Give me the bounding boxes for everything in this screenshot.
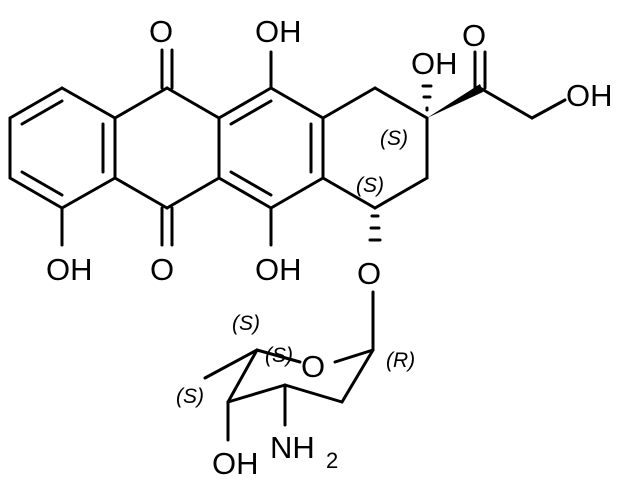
ring-d (321, 86, 429, 210)
atom-o-ketone: O (462, 18, 486, 53)
stereo-label-sugar-c1: (R) (386, 349, 415, 372)
atom-oh-sugar: OH (212, 446, 259, 481)
ring-c (217, 50, 325, 247)
atom-oh-c4: OH (46, 252, 93, 287)
stereo-label-sugar-c3: (S) (176, 385, 204, 408)
c7-glycosidic-bond (368, 214, 382, 352)
atom-oh-side-chain: OH (566, 78, 613, 113)
ring-b (113, 48, 221, 247)
c9-substituents (421, 50, 567, 120)
stereo-label-sugar-c4: (S) (265, 344, 293, 367)
atom-o-glycosidic: O (357, 256, 381, 291)
stereo-label-c7: (S) (356, 174, 384, 197)
sugar-ring (203, 348, 375, 442)
atom-nh2-sugar: NH (270, 430, 315, 465)
atom-o-quinone-top: O (149, 14, 173, 49)
atom-oh-c6: OH (255, 252, 302, 287)
atom-oh-c9: OH (411, 46, 458, 81)
ring-a (8, 86, 117, 210)
atom-o-quinone-bottom: O (150, 252, 174, 287)
atom-oh-c11: OH (255, 14, 302, 49)
atom-o-sugar-ring: O (301, 349, 325, 384)
stereo-label-c9: (S) (380, 127, 408, 150)
stereo-label-sugar-c5: (S) (232, 312, 260, 335)
atom-nh2-subscript: 2 (326, 448, 338, 473)
wedge-bond (427, 84, 483, 118)
